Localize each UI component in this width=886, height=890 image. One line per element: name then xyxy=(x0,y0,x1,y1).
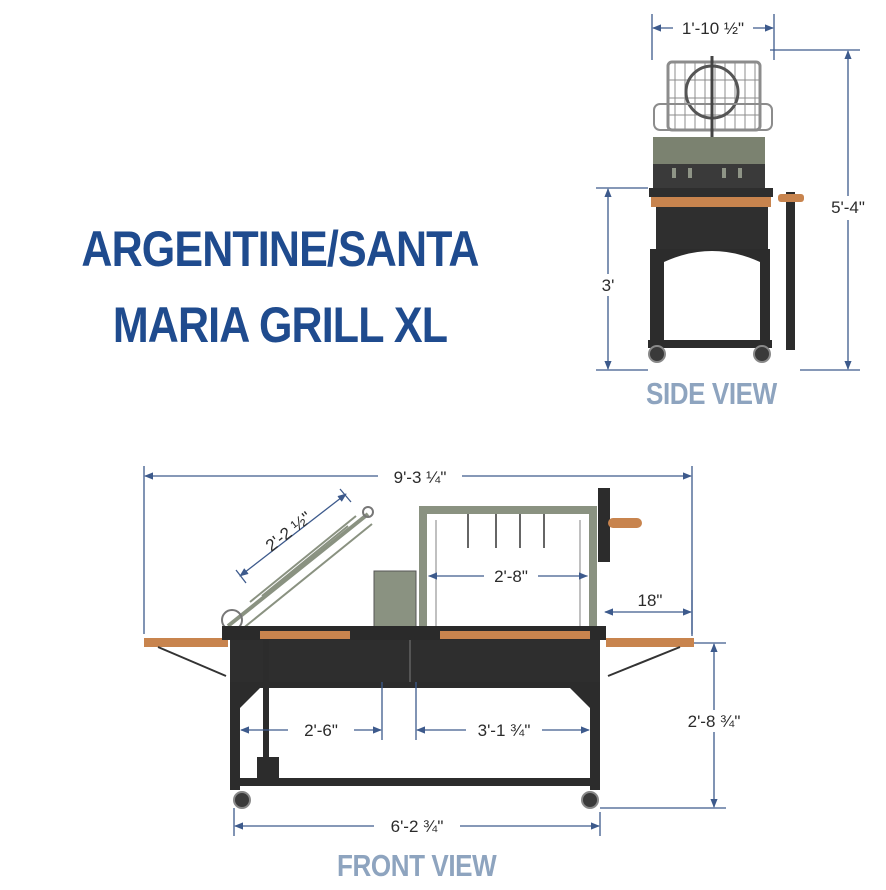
front-height-label: 2'-8 ¾" xyxy=(688,712,741,731)
side-view-grill xyxy=(648,56,804,363)
title-line-1: ARGENTINE/SANTA xyxy=(81,221,479,277)
front-crank-wheel xyxy=(598,488,610,562)
front-view-grill xyxy=(144,488,694,809)
front-dim-left-bay: 2'-6" xyxy=(240,682,383,741)
side-dim-total-height: 5'-4" xyxy=(770,49,876,371)
front-dim-grate-diagonal: 2'-2 ½" xyxy=(235,488,352,584)
side-dim-table-height: 3' xyxy=(596,187,648,371)
front-side-shelf-label: 18" xyxy=(638,591,663,610)
side-stand-frame xyxy=(650,249,770,345)
front-right-shelf xyxy=(606,638,694,647)
side-height-total-label: 5'-4" xyxy=(831,198,865,217)
side-height-table-label: 3' xyxy=(602,276,615,295)
front-stand-frame xyxy=(230,682,600,790)
front-overall-label: 9'-3 ¼" xyxy=(394,468,447,487)
front-left-bay-label: 2'-6" xyxy=(304,721,338,740)
front-grate-diag-label: 2'-2 ½" xyxy=(262,508,315,555)
front-dim-height: 2'-8 ¾" xyxy=(600,642,758,809)
front-wheels xyxy=(233,791,599,809)
front-view-label: FRONT VIEW xyxy=(337,848,497,883)
front-ash-bin xyxy=(373,570,417,628)
front-dim-right-bay: 3'-1 ¾" xyxy=(415,682,590,741)
side-wood-shelf xyxy=(651,197,771,207)
front-dim-side-shelf: 18" xyxy=(604,590,693,636)
front-dim-base: 6'-2 ¾" xyxy=(233,808,601,837)
front-right-bay-label: 3'-1 ¾" xyxy=(478,721,531,740)
side-wheels xyxy=(648,345,771,363)
side-dim-width: 1'-10 ½" xyxy=(651,14,775,60)
side-view-label: SIDE VIEW xyxy=(646,376,777,411)
title-line-2: MARIA GRILL XL xyxy=(112,297,448,353)
side-width-label: 1'-10 ½" xyxy=(682,19,744,38)
front-left-shelf xyxy=(144,638,228,647)
side-crank-handle xyxy=(786,192,795,350)
front-dim-rack: 2'-8" xyxy=(428,565,588,587)
front-base-label: 6'-2 ¾" xyxy=(391,817,444,836)
front-rack-label: 2'-8" xyxy=(494,567,528,586)
front-firebox-body xyxy=(230,640,600,682)
